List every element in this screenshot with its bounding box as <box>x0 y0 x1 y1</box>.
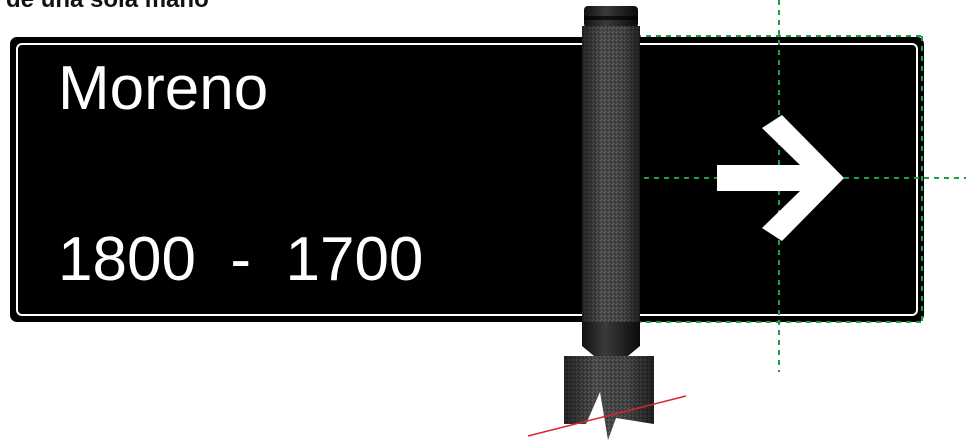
ground-line <box>527 395 687 437</box>
sign-pole <box>564 6 654 440</box>
pole-collar <box>582 322 640 356</box>
caption-text: e de una sola mano <box>0 0 209 14</box>
street-name-label: Moreno <box>58 54 269 123</box>
sign-border <box>16 43 918 316</box>
number-range-label: 1800 - 1700 <box>58 225 424 294</box>
arrow-right-icon <box>717 115 844 241</box>
